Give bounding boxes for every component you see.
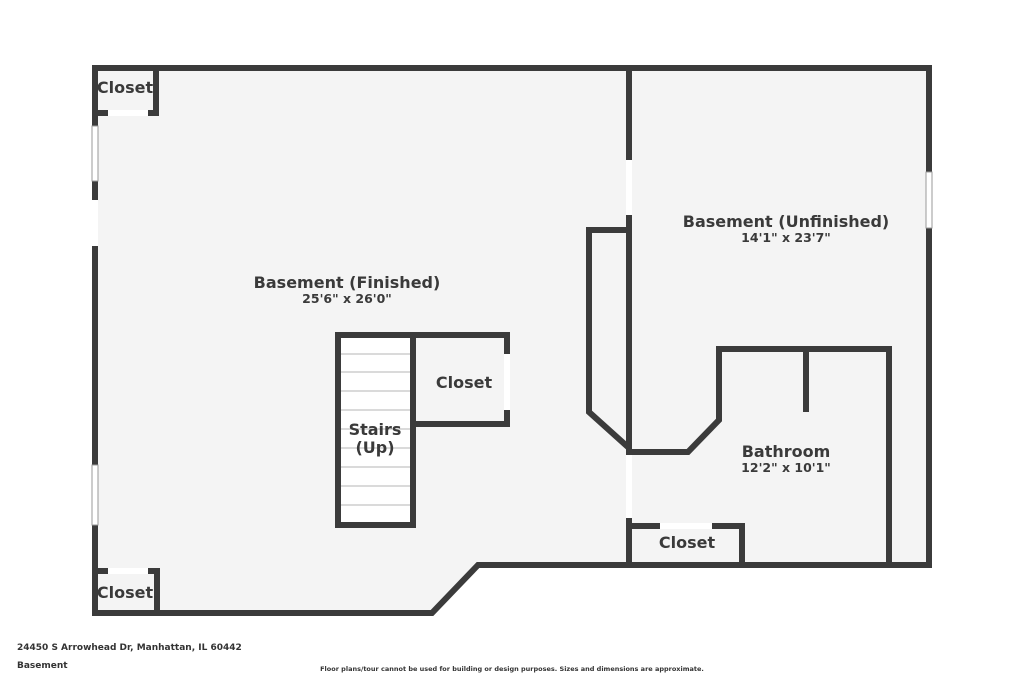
window-left-upper bbox=[91, 125, 99, 182]
room-dimensions: 14'1" x 23'7" bbox=[741, 230, 831, 246]
label-closet-bathroom: Closet bbox=[658, 533, 716, 552]
label-basement-finished: Basement (Finished) 25'6" x 26'0" bbox=[253, 273, 441, 307]
address-text: 24450 S Arrowhead Dr, Manhattan, IL 6044… bbox=[17, 643, 242, 653]
label-closet-center: Closet bbox=[435, 373, 493, 392]
stairs-text: Stairs bbox=[348, 420, 402, 439]
chimney-hatch bbox=[586, 227, 632, 455]
opening-left bbox=[92, 200, 98, 246]
label-closet-bottom-left: Closet bbox=[96, 583, 154, 602]
bottom-left-closet-door bbox=[108, 568, 148, 574]
label-bathroom: Bathroom 12'2" x 10'1" bbox=[741, 442, 831, 476]
divider-opening-upper bbox=[626, 160, 632, 215]
room-name: Bathroom bbox=[741, 442, 831, 461]
stair-treads bbox=[341, 353, 411, 506]
room-name: Basement (Unfinished) bbox=[682, 212, 890, 231]
bath-closet-door bbox=[660, 523, 712, 529]
stairs-direction: (Up) bbox=[355, 438, 395, 458]
center-closet-door bbox=[504, 354, 510, 410]
stairs-area bbox=[338, 335, 413, 525]
bathroom-wall bbox=[626, 346, 892, 568]
room-name: Basement (Finished) bbox=[253, 273, 441, 292]
label-stairs: Stairs (Up) bbox=[348, 420, 402, 458]
room-dimensions: 12'2" x 10'1" bbox=[741, 460, 831, 476]
label-basement-unfinished: Basement (Unfinished) 14'1" x 23'7" bbox=[682, 212, 890, 246]
window-left-lower bbox=[91, 464, 99, 526]
divider-opening-lower bbox=[626, 455, 632, 518]
top-left-closet-door bbox=[108, 110, 148, 116]
floor-area bbox=[95, 68, 929, 613]
disclaimer-text: Floor plans/tour cannot be used for buil… bbox=[320, 665, 704, 673]
stairs-wall bbox=[335, 332, 416, 528]
window-right bbox=[925, 171, 933, 229]
level-text: Basement bbox=[17, 661, 68, 671]
room-dimensions: 25'6" x 26'0" bbox=[302, 291, 392, 307]
label-closet-top-left: Closet bbox=[96, 78, 154, 97]
exterior-wall bbox=[92, 65, 932, 616]
